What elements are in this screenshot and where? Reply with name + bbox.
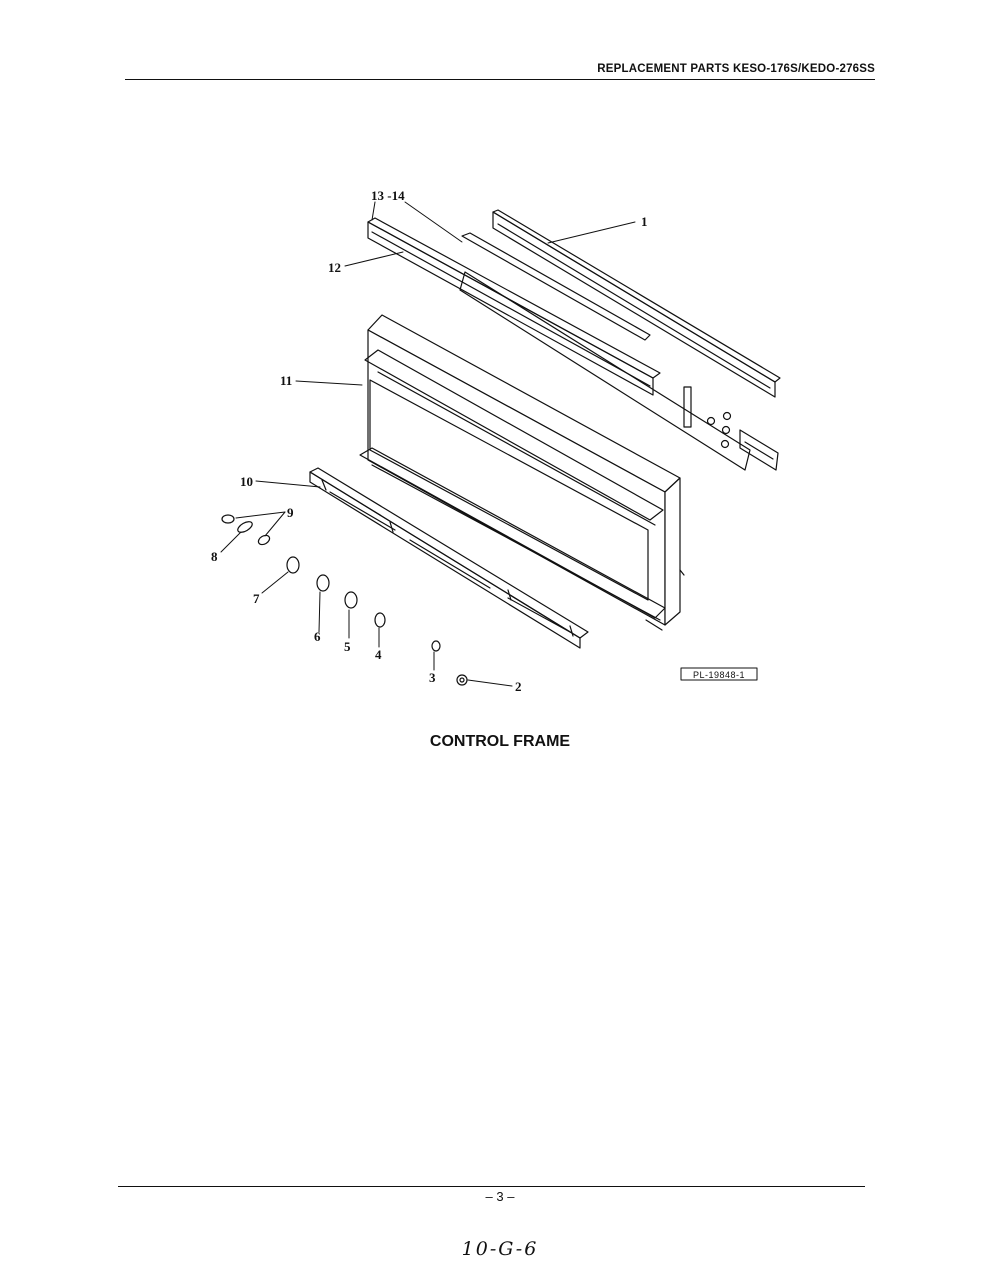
figure-caption: CONTROL FRAME bbox=[429, 733, 571, 750]
callout-10: 10 bbox=[240, 474, 253, 489]
callout-4: 4 bbox=[375, 647, 382, 662]
small-parts bbox=[221, 514, 468, 686]
callout-11: 11 bbox=[280, 373, 292, 388]
callout-3: 3 bbox=[429, 670, 436, 685]
callout-9: 9 bbox=[287, 505, 294, 520]
leader-lines bbox=[220, 201, 636, 687]
callout-5: 5 bbox=[344, 639, 351, 654]
header-title: REPLACEMENT PARTS KESO-176S/KEDO-276SS bbox=[597, 63, 875, 75]
header-rule bbox=[125, 79, 875, 80]
part-11-frame bbox=[359, 314, 685, 631]
callout-13-14: 13 -14 bbox=[371, 188, 405, 203]
figure-code: PL-19848-1 bbox=[693, 670, 745, 680]
handwritten-note: 10-G-6 bbox=[461, 1238, 539, 1260]
part-12-trim bbox=[367, 217, 661, 396]
callout-8: 8 bbox=[211, 549, 218, 564]
page-number: – 3 – bbox=[485, 1189, 515, 1204]
callout-12: 12 bbox=[328, 260, 341, 275]
part-10-strip bbox=[309, 467, 589, 649]
footer-rule bbox=[118, 1186, 865, 1187]
callout-7: 7 bbox=[253, 591, 260, 606]
callout-1: 1 bbox=[641, 214, 648, 229]
callout-6: 6 bbox=[314, 629, 321, 644]
callout-2: 2 bbox=[515, 679, 522, 694]
